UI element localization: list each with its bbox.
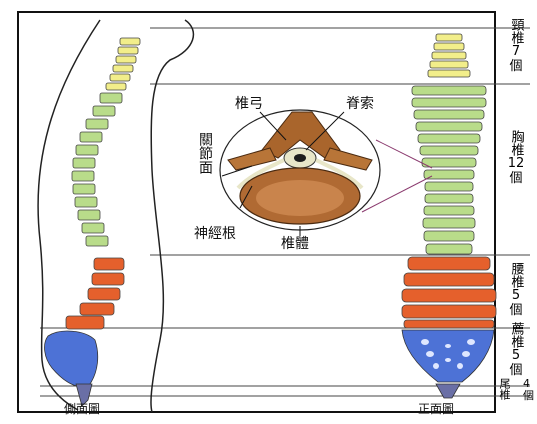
region-count: 5 (504, 288, 528, 303)
region-unit: 個 (504, 363, 528, 378)
region-unit: 個 (504, 171, 528, 186)
facet-joint-label: 關節面 (198, 132, 212, 174)
region-label-thoracic: 胸椎 12 個 (504, 130, 528, 186)
side-view-spine (45, 38, 140, 406)
lamina-label: 椎弓 (235, 97, 263, 111)
front-thoracic-vertebrae (412, 86, 486, 254)
front-view-spine (402, 34, 496, 398)
front-lumbar-vertebrae (402, 257, 496, 328)
magnified-vertebra (220, 110, 380, 236)
region-count: 7 (504, 44, 528, 59)
region-label-cervical: 頸椎 7 個 (504, 18, 528, 74)
region-label-lumbar: 腰椎 5 個 (504, 262, 528, 318)
spinal-cord-label: 脊索 (346, 97, 374, 111)
region-name: 尾椎 (498, 378, 510, 402)
region-count: 12 (504, 156, 528, 171)
region-label-coccygeal: 尾椎 4 個 (498, 378, 534, 402)
region-count: 5 (504, 348, 528, 363)
region-unit: 個 (523, 390, 534, 402)
side-view-label: 側面圖 (64, 403, 100, 415)
region-name: 頸椎 (509, 18, 524, 44)
side-sacrum (45, 331, 98, 387)
front-cervical-vertebrae (428, 34, 470, 77)
front-view-label: 正面圖 (418, 403, 454, 415)
region-label-sacral: 薦椎 5 個 (504, 322, 528, 378)
region-unit: 個 (504, 303, 528, 318)
front-sacrum (402, 330, 494, 382)
region-name: 薦椎 (509, 322, 524, 348)
region-unit: 個 (504, 59, 528, 74)
vertebral-body-label: 椎體 (281, 237, 309, 251)
region-name: 腰椎 (509, 262, 524, 288)
spinal-cord-core (294, 154, 306, 162)
side-cervical-vertebrae (106, 38, 140, 90)
side-lumbar-vertebrae (66, 258, 124, 329)
vertebral-body-center (256, 180, 344, 216)
body-outline-front (151, 20, 193, 412)
side-thoracic-vertebrae (72, 93, 122, 246)
nerve-root-label: 神經根 (194, 227, 236, 241)
region-name: 胸椎 (509, 130, 524, 156)
